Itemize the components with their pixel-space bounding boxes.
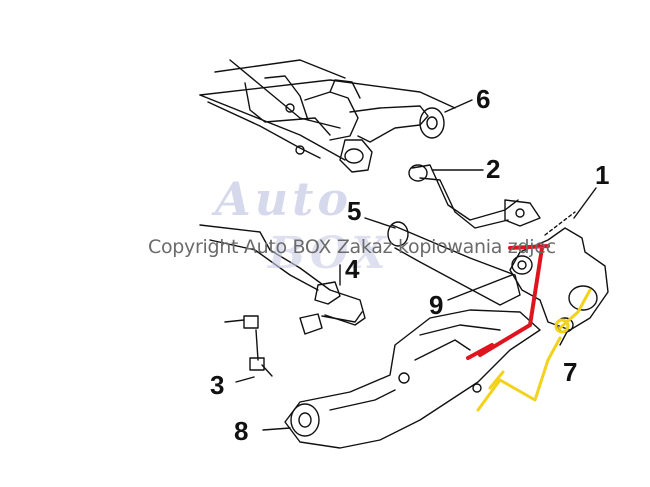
yellow-bushing-markers [476, 288, 592, 412]
callout-9: 9 [429, 290, 444, 320]
lower-control-arm [284, 309, 541, 449]
callout-8: 8 [234, 416, 249, 446]
callout-7: 7 [563, 357, 578, 387]
callout-6: 6 [476, 84, 491, 114]
subframe-crossmember [199, 59, 456, 161]
red-bushing-markers [466, 244, 550, 360]
leader-lines [235, 99, 597, 431]
watermark-logo-text: Auto [215, 172, 353, 226]
upper-control-arm [339, 105, 445, 173]
stabilizer-link [224, 315, 273, 377]
callout-1: 1 [595, 160, 610, 190]
watermark-logo-text-2: BOX [268, 228, 390, 279]
trailing-link [387, 221, 521, 306]
callout-5: 5 [347, 196, 362, 226]
copyright-watermark: Copyright Auto BOX Zakaz kopiowania zdje… [148, 236, 556, 258]
wheel-knuckle [509, 211, 609, 333]
stabilizer-bar-clamp [299, 281, 363, 335]
callout-3: 3 [210, 370, 225, 400]
callout-4: 4 [345, 254, 360, 284]
callout-2: 2 [486, 154, 501, 184]
camber-link [408, 164, 541, 229]
